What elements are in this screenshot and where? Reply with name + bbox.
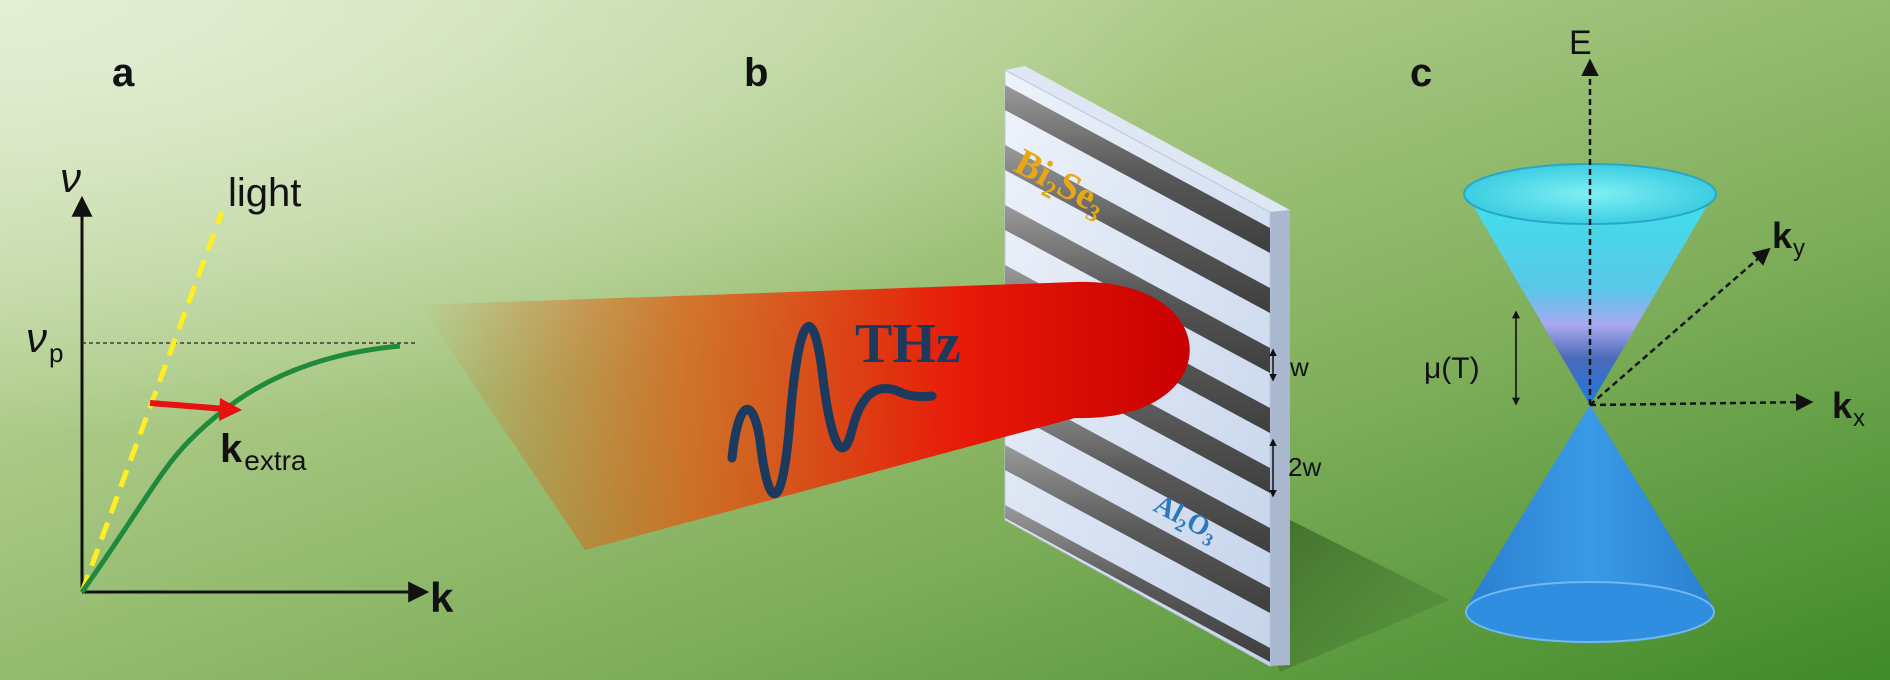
plasmon-dispersion-curve [79,343,401,594]
grating-strip [1005,445,1270,613]
grating-strip [1005,145,1270,313]
plate-side [1270,210,1290,666]
lower-cone-base [1465,581,1715,643]
kx-axis-label: kx [1832,385,1865,432]
thz-waveform [727,321,937,499]
panel-a-dispersion: ν k νp light kextra [26,154,454,621]
energy-axis-label: E [1569,24,1592,62]
panel-label-a: a [112,51,135,95]
light-label: light [228,171,301,215]
thz-beam [420,281,1190,550]
kx-axis [1589,393,1814,411]
ky-axis-label: ky [1772,215,1805,262]
plate-top [1005,66,1290,212]
thz-label: THz [855,313,961,375]
panel-label-b: b [744,51,768,95]
panel-c-dirac-cone: E kx ky μ(T) [1424,24,1865,643]
y-axis-label: ν [60,154,81,201]
kextra-label: kextra [220,427,307,476]
panel-label-c: c [1410,51,1432,95]
lower-cone [1468,405,1712,604]
kextra-arrow-shaft [149,400,227,412]
grating-strip [1005,385,1270,553]
grating-strip [1005,205,1270,373]
grating-strip [1005,505,1270,662]
plate-shadow [1250,520,1450,672]
x-axis-label: k [430,574,454,621]
chemical-potential-label: μ(T) [1424,352,1480,385]
panel-b-grating: Bi2Se3 Al2O3 THz w 2w [420,66,1450,672]
plasma-frequency-label: νp [26,314,63,368]
kextra-arrow-head [219,398,242,421]
period-label: 2w [1288,452,1321,482]
grating-strip [1005,85,1270,253]
strip-width-label: w [1289,352,1309,382]
